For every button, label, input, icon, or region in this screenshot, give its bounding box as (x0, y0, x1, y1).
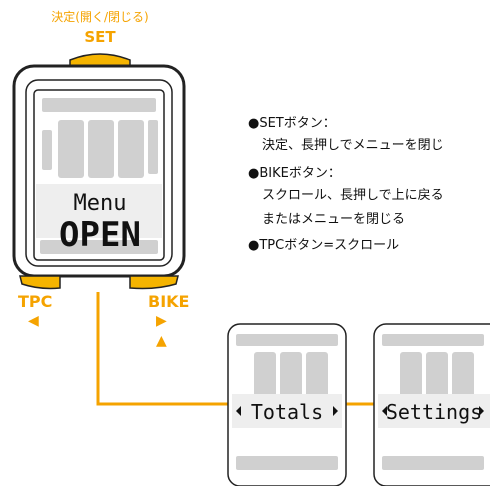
lcd-menu-text: Menu (74, 191, 127, 216)
bike-button (129, 275, 179, 290)
flow-line (96, 292, 228, 406)
note-tpc: ●TPCボタン=スクロール (248, 238, 400, 253)
screen-totals-label: Totals (251, 400, 323, 424)
screen-settings-label: Settings (386, 400, 482, 424)
arrow-up-icon: ▲ (156, 333, 167, 349)
bike-label: BIKE (148, 292, 190, 311)
note-set-heading: ●SETボタン： (248, 116, 336, 131)
note-bike-desc1: スクロール、長押しで上に戻る (262, 188, 444, 203)
note-bike-desc2: またはメニューを閉じる (262, 212, 406, 227)
note-set-desc: 決定、長押しでメニューを閉じ (262, 138, 444, 153)
tpc-label: TPC (18, 292, 53, 311)
set-button-label: SET (84, 28, 116, 46)
arrow-left-icon: ◀ (28, 313, 39, 329)
lcd-open-text: OPEN (59, 215, 141, 255)
set-button-caption: 決定(開く/閉じる) (51, 10, 149, 24)
note-bike-heading: ●BIKEボタン： (248, 166, 341, 181)
tpc-button (19, 275, 61, 290)
arrow-right-icon: ▶ (156, 313, 167, 329)
